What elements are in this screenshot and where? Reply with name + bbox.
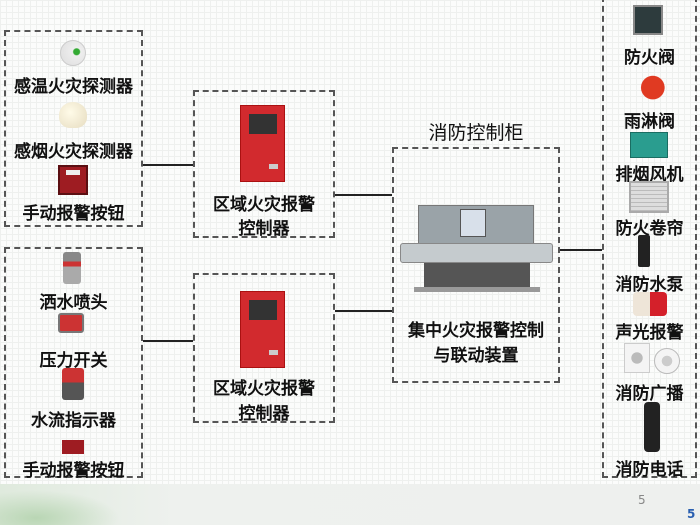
output-item-label: 防火阀 xyxy=(624,48,675,68)
manual-alarm-button-label-2: 手动报警按钮 xyxy=(22,461,125,481)
output-item-label: 消防电话 xyxy=(615,460,684,480)
sprinkler-head-label: 洒水喷头 xyxy=(39,293,108,313)
sprinkler-head-icon xyxy=(63,252,81,284)
pressure-switch-icon xyxy=(58,313,84,333)
zone-controller-label-2b: 控制器 xyxy=(238,404,290,424)
central-control-box xyxy=(392,147,560,383)
zone-controller-label-2: 区域火灾报警 xyxy=(213,379,315,399)
connector-line xyxy=(335,310,392,312)
manual-alarm-button-label: 手动报警按钮 xyxy=(22,204,125,224)
water-flow-indicator-icon xyxy=(62,368,84,400)
ceiling-speaker-icon xyxy=(654,348,680,374)
manual-alarm-button-icon xyxy=(58,165,88,195)
output-item-label: 消防水泵 xyxy=(615,275,684,295)
leaf-decoration xyxy=(0,490,120,525)
heat-detector-icon xyxy=(60,40,86,66)
fire-telephone-icon xyxy=(644,402,660,452)
fire-damper-icon xyxy=(633,5,663,35)
detector-group-box xyxy=(4,30,143,227)
output-item-label: 雨淋阀 xyxy=(624,112,675,132)
output-item-label: 排烟风机 xyxy=(615,165,684,185)
output-item-label: 防火卷帘 xyxy=(615,219,684,239)
smoke-exhaust-fan-icon xyxy=(630,132,668,158)
sprinkler-group-box xyxy=(4,247,143,478)
zone-controller-box-2 xyxy=(193,273,335,423)
central-control-label-2: 与联动装置 xyxy=(433,346,519,366)
zone-controller-box-1 xyxy=(193,90,335,238)
output-item-label: 消防广播 xyxy=(615,384,684,404)
controller-cabinet-icon xyxy=(240,291,285,368)
speaker-icon xyxy=(624,343,650,373)
fire-pump-icon xyxy=(638,235,650,267)
zone-controller-label-1b: 控制器 xyxy=(238,219,290,239)
connector-line xyxy=(560,249,602,251)
zone-controller-label-1: 区域火灾报警 xyxy=(213,195,315,215)
water-flow-indicator-label: 水流指示器 xyxy=(31,411,116,431)
central-control-label: 集中火灾报警控制 xyxy=(408,321,544,341)
center-title: 消防控制柜 xyxy=(428,122,524,144)
connector-line xyxy=(335,194,392,196)
smoke-detector-icon xyxy=(59,102,87,128)
page-number: 5 xyxy=(638,493,646,507)
deluge-valve-icon xyxy=(630,70,668,102)
pressure-switch-label: 压力开关 xyxy=(39,351,108,371)
linked-devices-box xyxy=(602,0,697,478)
fire-shutter-icon xyxy=(629,181,669,213)
manual-alarm-button-icon-2 xyxy=(62,440,84,454)
slide-number: 5 xyxy=(687,507,696,521)
connector-line xyxy=(143,340,193,342)
controller-cabinet-icon xyxy=(240,105,285,182)
smoke-detector-label: 感烟火灾探测器 xyxy=(14,142,133,162)
control-console-icon xyxy=(400,205,553,292)
connector-line xyxy=(143,164,193,166)
strobe-alarm-icon xyxy=(633,292,667,316)
heat-detector-label: 感温火灾探测器 xyxy=(14,77,133,97)
output-item-label: 声光报警 xyxy=(615,323,684,343)
